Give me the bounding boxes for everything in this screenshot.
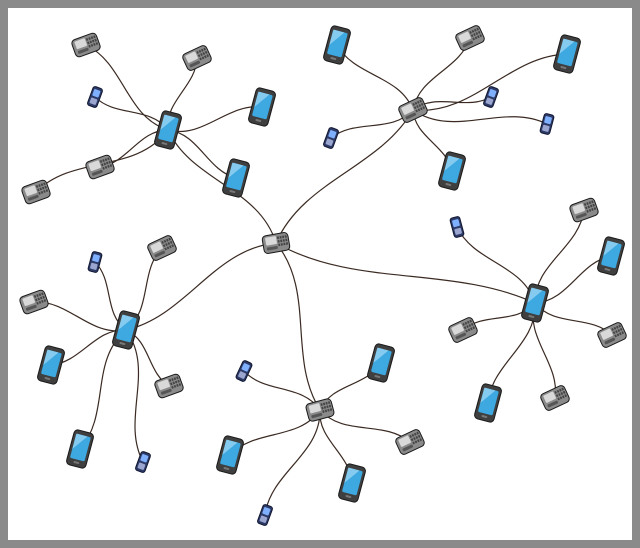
link-hub-bottom-b-6 <box>264 409 321 516</box>
link-center-hub-left <box>125 242 277 331</box>
qwerty-phone-icon <box>147 235 177 261</box>
qwerty-phone-icon <box>305 398 335 422</box>
qwerty-phone-icon <box>395 429 425 455</box>
qwerty-phone-icon <box>154 373 184 399</box>
phone-nodes <box>19 25 627 526</box>
link-center-hub-top-right <box>275 109 414 244</box>
link-hub-top-right-tr-5 <box>412 109 548 125</box>
qwerty-phone-icon <box>182 45 212 71</box>
connection-lines <box>33 37 613 516</box>
touch-phone-icon <box>338 463 366 503</box>
touch-phone-icon <box>367 343 395 383</box>
touch-phone-icon <box>222 158 250 198</box>
flip-phone-icon <box>87 251 103 273</box>
qwerty-phone-icon <box>261 232 291 254</box>
touch-phone-icon <box>553 34 581 74</box>
flip-phone-icon <box>87 86 103 108</box>
flip-phone-icon <box>135 451 151 473</box>
flip-phone-icon <box>323 127 339 149</box>
link-hub-top-left-tl-4 <box>167 106 263 133</box>
qwerty-phone-icon <box>19 289 49 315</box>
qwerty-phone-icon <box>569 197 599 223</box>
qwerty-phone-icon <box>597 322 627 348</box>
touch-phone-icon <box>438 151 466 191</box>
link-hub-top-right-tr-3 <box>412 53 568 111</box>
flip-phone-icon <box>539 113 555 135</box>
qwerty-phone-icon <box>448 317 478 343</box>
touch-phone-icon <box>323 25 351 65</box>
link-center-hub-right <box>275 242 536 304</box>
flip-phone-icon <box>483 86 499 108</box>
qwerty-phone-icon <box>398 97 428 123</box>
link-hub-right-r-1 <box>456 226 536 304</box>
touch-phone-icon <box>37 345 65 385</box>
qwerty-phone-icon <box>71 32 101 58</box>
qwerty-phone-icon <box>455 25 485 51</box>
touch-phone-icon <box>597 236 625 276</box>
flip-phone-icon <box>449 216 465 238</box>
qwerty-phone-icon <box>85 154 115 180</box>
link-hub-top-left-tl-1 <box>85 44 169 131</box>
link-hub-top-left-tl-5 <box>167 129 237 179</box>
qwerty-phone-icon <box>540 385 570 411</box>
link-center-hub-top-left <box>167 129 277 244</box>
link-hub-left-l-6 <box>79 329 127 450</box>
link-hub-top-right-tr-1 <box>336 44 414 111</box>
touch-phone-icon <box>216 435 244 475</box>
touch-phone-icon <box>474 383 502 423</box>
touch-phone-icon <box>112 310 140 350</box>
qwerty-phone-icon <box>21 179 51 205</box>
flip-phone-icon <box>235 360 253 382</box>
touch-phone-icon <box>66 429 94 469</box>
link-hub-left-l-7 <box>125 329 144 463</box>
touch-phone-icon <box>521 283 549 323</box>
touch-phone-icon <box>248 87 276 127</box>
link-center-hub-bottom <box>275 242 321 411</box>
flip-phone-icon <box>257 504 273 526</box>
touch-phone-icon <box>154 110 182 150</box>
